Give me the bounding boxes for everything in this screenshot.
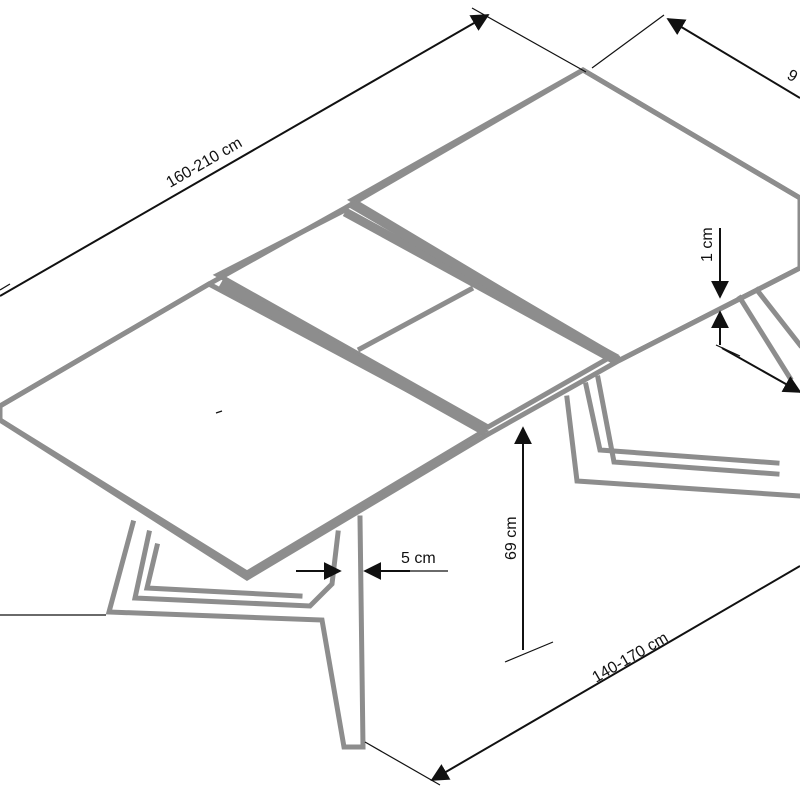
dim-total-length: 160-210 cm [0, 7, 587, 297]
leg-width-label: 5 cm [401, 550, 436, 567]
left-leg-frame [105, 515, 366, 750]
base-length-label: 140-170 cm [590, 629, 672, 686]
dim-top-thickness: 1 cm [699, 227, 729, 345]
dim-height: 69 cm [503, 426, 554, 663]
table-top [0, 67, 800, 581]
table-top-outline [0, 67, 800, 581]
dim-depth: 9 [591, 14, 800, 99]
top-thickness-label: 1 cm [699, 227, 716, 262]
dim-leg-width: 5 cm [296, 550, 448, 580]
right-leg-frame [564, 286, 800, 499]
dim-leg-depth [715, 344, 800, 393]
depth-label: 9 [784, 67, 800, 86]
height-label: 69 cm [503, 516, 520, 560]
dim-base-length: 140-170 cm [364, 565, 800, 786]
